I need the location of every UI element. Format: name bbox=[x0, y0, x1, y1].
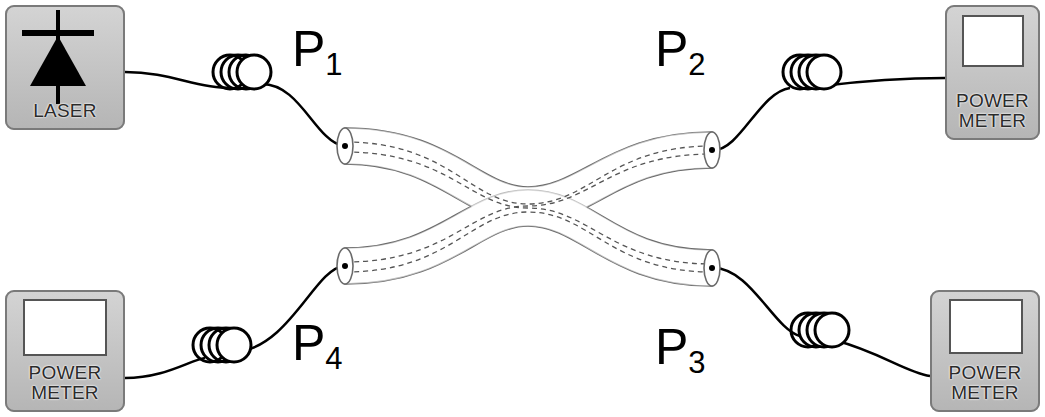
fiber bbox=[125, 72, 945, 378]
power-meter-box: POWER METER bbox=[930, 290, 1040, 412]
fiber-coil bbox=[193, 55, 849, 362]
laser-housing bbox=[5, 5, 125, 130]
meter-housing bbox=[945, 5, 1040, 140]
port-label: P2 bbox=[655, 24, 706, 80]
device-label: POWER METER bbox=[13, 363, 117, 404]
port-label: P3 bbox=[655, 322, 706, 378]
power-meter-box: POWER METER bbox=[5, 290, 125, 412]
laser-box: LASER bbox=[5, 5, 125, 130]
device-label: POWER METER bbox=[953, 91, 1032, 132]
meter-screen bbox=[950, 300, 1022, 353]
port-label: P1 bbox=[292, 24, 343, 80]
meter-housing bbox=[930, 290, 1040, 412]
port-label: P4 bbox=[292, 318, 343, 374]
meter-screen bbox=[24, 300, 106, 355]
meter-housing bbox=[5, 290, 125, 412]
device-label: POWER METER bbox=[938, 363, 1032, 404]
coupler-body bbox=[337, 128, 720, 286]
meter-screen bbox=[963, 16, 1023, 66]
device-label: LASER bbox=[33, 101, 96, 122]
diode-symbol bbox=[22, 10, 94, 104]
power-meter-box: POWER METER bbox=[945, 5, 1040, 140]
